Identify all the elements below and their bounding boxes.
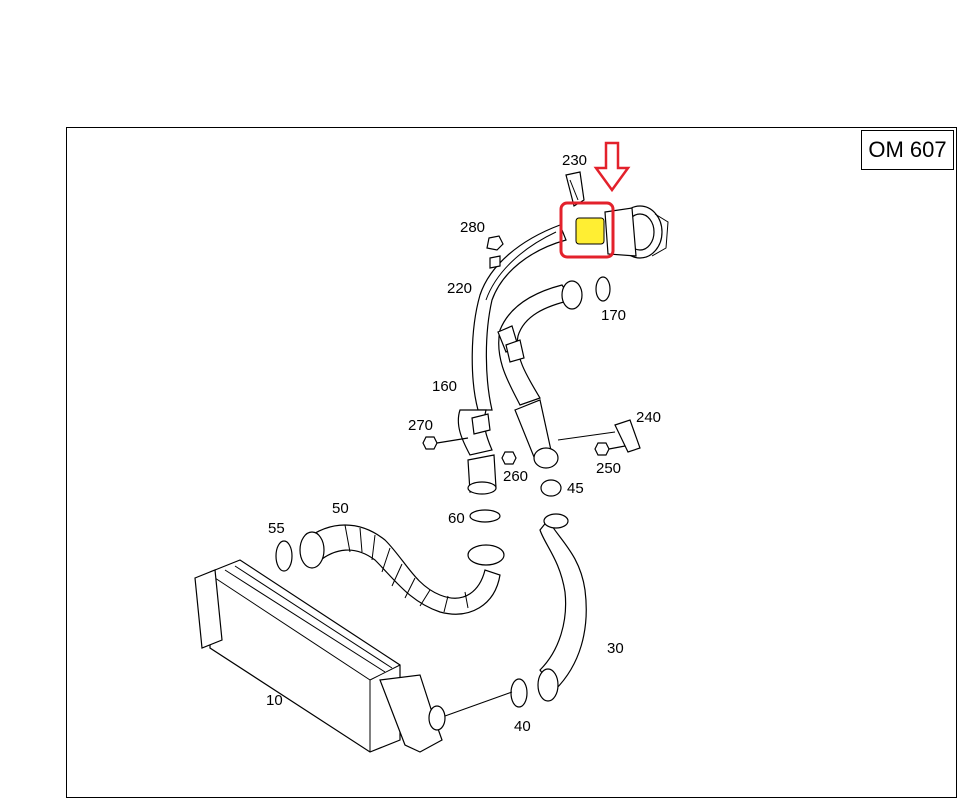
part-label-40: 40 (514, 718, 531, 735)
pipe-220[interactable] (471, 224, 567, 411)
part-label-160: 160 (432, 378, 457, 395)
part-label-50: 50 (332, 500, 349, 517)
part-label-260: 260 (503, 468, 528, 485)
nut-280[interactable] (486, 235, 504, 269)
part-label-60: 60 (448, 510, 465, 527)
part-label-55: 55 (268, 520, 285, 537)
o-ring-45[interactable] (540, 479, 562, 497)
o-ring-55[interactable] (275, 540, 293, 572)
intercooler-10[interactable] (194, 559, 513, 753)
part-label-230: 230 (562, 152, 587, 169)
part-label-10: 10 (266, 692, 283, 709)
part-label-220: 220 (447, 280, 472, 297)
o-ring-170[interactable] (595, 276, 611, 302)
part-label-270: 270 (408, 417, 433, 434)
pointer-arrow-icon (593, 141, 631, 193)
diagram-frame (66, 127, 957, 798)
bolt-270[interactable] (422, 436, 469, 450)
highlight-frame (559, 201, 615, 259)
pipe-220-lower[interactable] (457, 409, 497, 495)
part-label-240: 240 (636, 409, 661, 426)
outlet-flange[interactable] (604, 205, 669, 259)
hose-30[interactable] (537, 513, 587, 702)
hose-50[interactable] (299, 524, 505, 615)
highlighted-clamp[interactable] (575, 217, 605, 245)
pipe-160[interactable] (497, 280, 583, 469)
part-label-280: 280 (460, 219, 485, 236)
part-label-170: 170 (601, 307, 626, 324)
bolt-250[interactable] (594, 442, 626, 456)
part-label-45: 45 (567, 480, 584, 497)
bolt-260[interactable] (501, 451, 517, 465)
engine-code-label: OM 607 (861, 130, 954, 170)
bracket-240[interactable] (557, 419, 641, 453)
part-label-30: 30 (607, 640, 624, 657)
o-ring-40[interactable] (510, 678, 528, 708)
o-ring-60[interactable] (469, 509, 501, 523)
part-label-250: 250 (596, 460, 621, 477)
bracket-230[interactable] (565, 171, 585, 207)
